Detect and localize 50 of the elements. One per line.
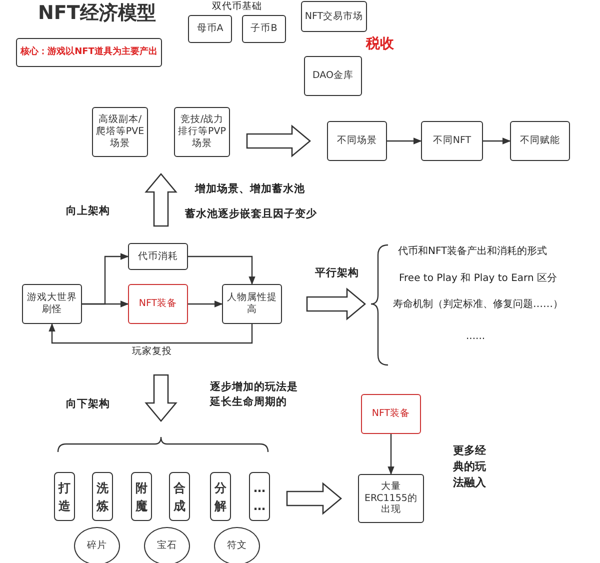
title: NFT经济模型 bbox=[38, 1, 156, 26]
text-label: 平行架构 bbox=[315, 266, 360, 281]
text-label: 寿命机制（判定标准、修复问题……） bbox=[393, 298, 564, 312]
arrow bbox=[387, 138, 422, 144]
edge-label: 玩家复投 bbox=[130, 345, 174, 358]
arrow bbox=[483, 138, 511, 144]
process-box: 竞技/战力排行等PVP场景 bbox=[174, 107, 230, 157]
text-label: ...... bbox=[466, 330, 486, 344]
circle-node: 碎片 bbox=[74, 527, 120, 563]
process-box: 不同赋能 bbox=[510, 121, 570, 161]
process-box: 代币消耗 bbox=[128, 243, 188, 270]
process-box: 分解 bbox=[210, 472, 231, 521]
process-box: NFT交易市场 bbox=[301, 1, 367, 32]
text-label: 双代币基础 bbox=[212, 0, 263, 14]
arrow bbox=[388, 434, 394, 475]
text-label: 税收 bbox=[366, 35, 395, 54]
arrow bbox=[188, 300, 223, 308]
process-box: 附魔 bbox=[131, 472, 152, 521]
block-arrow bbox=[286, 482, 342, 515]
process-box: 子币B bbox=[242, 15, 286, 43]
text-label: 代币和NFT装备产出和消耗的形式 bbox=[398, 245, 548, 259]
process-box: DAO金库 bbox=[304, 56, 362, 96]
arrow bbox=[188, 256, 256, 285]
process-box: 人物属性提高 bbox=[222, 284, 282, 324]
block-arrow bbox=[246, 124, 312, 158]
arrow bbox=[82, 300, 129, 308]
process-box: 洗炼 bbox=[92, 472, 113, 521]
process-box: 不同场景 bbox=[327, 121, 387, 161]
text-label: 向下架构 bbox=[66, 397, 111, 412]
text-label: 蓄水池逐步嵌套且因子变少 bbox=[185, 207, 318, 222]
text-label: 更多经典的玩法融入 bbox=[453, 443, 487, 491]
circle-node: 符文 bbox=[214, 527, 260, 563]
text-label: 逐步增加的玩法是延长生命周期的 bbox=[210, 380, 299, 410]
note-box: 核心：游戏以NFT道具为主要产出 bbox=[16, 38, 162, 67]
process-box: NFT装备 bbox=[361, 394, 421, 434]
process-box: 打造 bbox=[54, 472, 75, 521]
text-label: 增加场景、增加蓄水池 bbox=[195, 182, 306, 197]
block-arrow bbox=[144, 172, 178, 227]
process-box: NFT装备 bbox=[128, 284, 188, 324]
process-box: 不同NFT bbox=[421, 121, 483, 161]
circle-node: 宝石 bbox=[144, 527, 190, 563]
process-box: 合成 bbox=[169, 472, 190, 521]
process-box: 大量ERC1155的出现 bbox=[358, 474, 424, 523]
process-box: 母币A bbox=[188, 15, 232, 43]
process-box: 高级副本/爬塔等PVE场景 bbox=[92, 107, 148, 157]
text-label: Free to Play 和 Play to Earn 区分 bbox=[399, 272, 558, 286]
text-label: 向上架构 bbox=[66, 204, 111, 219]
arrow bbox=[48, 323, 253, 344]
process-box: 游戏大世界刷怪 bbox=[22, 284, 82, 324]
process-box: …… bbox=[249, 472, 270, 521]
